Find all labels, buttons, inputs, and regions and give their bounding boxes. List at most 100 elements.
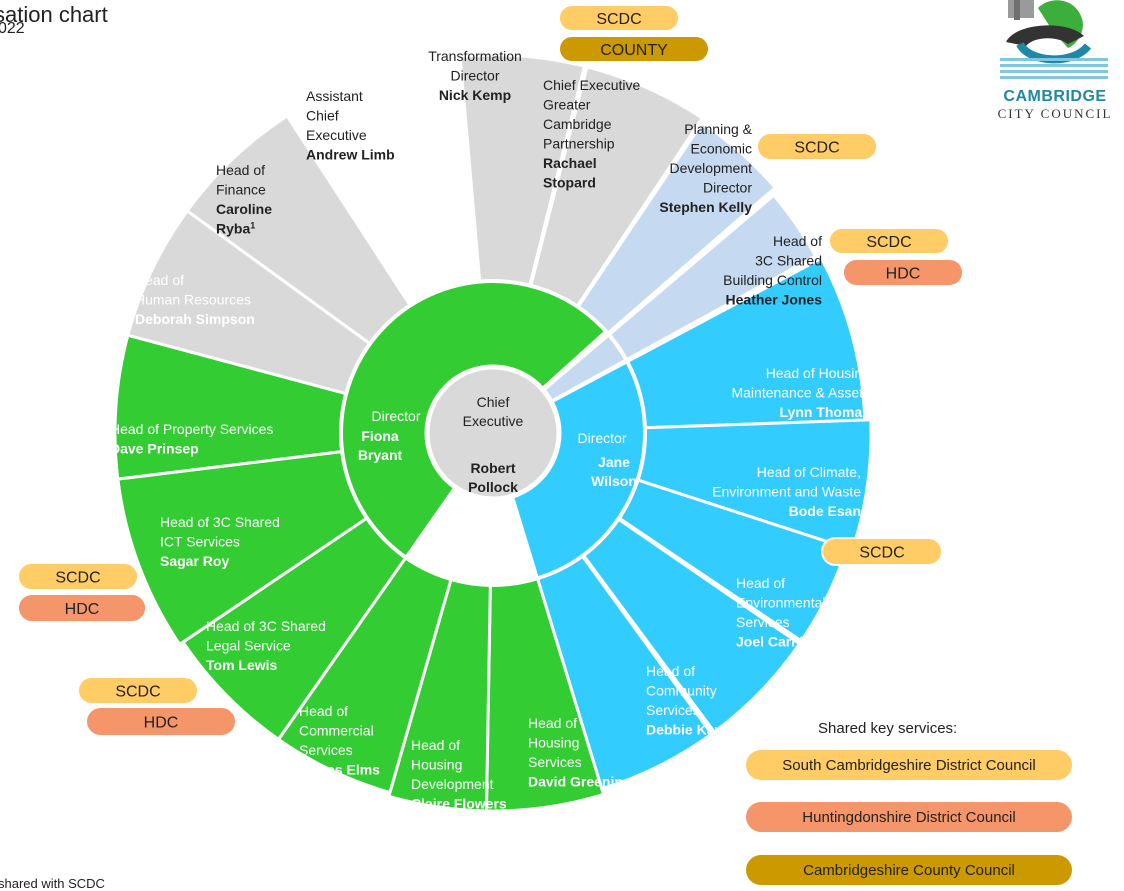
badge-label: COUNTY [600,42,668,59]
segment-1-role-line-0: Chief Executive [543,77,640,93]
segment-14-name-line-0: Deborah Simpson [135,311,255,327]
segment-1-role-line-2: Cambridge [543,116,612,132]
segment-12-role-line-1: ICT Services [160,534,240,550]
segment-2-role-line-0: Planning & [684,121,752,137]
segment-13-name-line-0: Dave Prinsep [110,441,199,457]
segment-1-name-line-0: Rachael [543,155,597,171]
segment-2-role-line-2: Development [670,160,753,176]
segment-16-role-line-0: Assistant [306,88,363,104]
logo-building-shape [1008,0,1034,18]
segment-11-name-line-0: Tom Lewis [206,657,278,673]
segment-3-name-line-0: Heather Jones [726,292,823,308]
directors-layer [339,279,647,587]
director-fiona-role-0: Director [371,408,420,424]
segment-2-role-line-1: Economic [691,141,752,157]
segment-9-role-line-1: Housing [411,757,462,773]
badge-hdc-4: HDC [842,258,964,287]
badge-pill [558,4,680,32]
logo-dark-arc [1006,25,1084,46]
badge-pill [77,676,199,705]
badge-label: SCDC [55,570,100,587]
segment-5-name-line-0: Bode Esan [789,503,861,519]
badge-label: SCDC [866,234,911,251]
segment-10-role-line-2: Services [299,742,353,758]
badge-scdc-3: SCDC [828,227,950,255]
segment-6-role-line-2: Services [736,614,790,630]
segment-6-role-line-1: Environmental [736,595,826,611]
segment-7-role-line-1: Community [646,683,717,699]
chief-executive-role-line-1: Chief [477,394,510,410]
segment-9-role-line-2: Development [411,776,494,792]
badge-pill [17,562,139,591]
center-layer: Chief Executive Robert Pollock [424,364,562,502]
segment-3-role-line-2: Building Control [723,272,822,288]
page-title: sation chart [0,2,108,27]
badge-scdc-5: SCDC [821,537,943,566]
segment-1-role-line-3: Partnership [543,136,615,152]
segment-10-name-line-0: James Elms [299,762,380,778]
logo-water-line-4 [1000,76,1108,79]
footnote-mark: 1 [250,221,255,231]
chief-executive-name-line-1: Robert [470,460,515,476]
director-fiona-name-0: Fiona [361,428,399,444]
director-fiona-name-1: Bryant [358,447,403,463]
badge-pill [756,132,878,161]
badge-county-1: COUNTY [558,35,710,63]
segment-0-role-line-1: Director [450,68,499,84]
segment-4-role-line-1: Maintenance & Assets [731,385,870,401]
key-item-hdc: Huntingdonshire District Council [746,802,1072,832]
logo-name: CAMBRIDGE [1003,88,1107,105]
badge-label: HDC [65,601,100,618]
badge-pill [558,35,710,63]
labels-layer: DirectorFionaBryantDirectorJaneWilsonTra… [110,48,870,812]
segment-2-name-line-0: Stephen Kelly [659,199,752,215]
segment-7-role-line-2: Services [646,702,700,718]
segment-15-name-line-0: Caroline [216,201,272,217]
badge-label: HDC [144,715,179,732]
segment-3-role-line-1: 3C Shared [755,253,822,269]
segment-8-role-line-0: Head of [528,715,577,731]
key-item-scdc: South Cambridgeshire District Council [746,750,1072,780]
key-item-county: Cambridgeshire County Council [746,855,1072,885]
badge-label: SCDC [115,684,160,701]
badge-pill [842,258,964,287]
page-subtitle: 022 [0,20,25,37]
logo-water-line-1 [1000,58,1108,61]
segment-7-name-line-0: Debbie Kaye [646,722,730,738]
segment-15-role-line-1: Finance [216,182,266,198]
segment-12-name-line-0: Sagar Roy [160,553,229,569]
segment-8-role-line-1: Housing [528,735,579,751]
badge-hdc-9: HDC [85,706,237,737]
director-ring-border [339,279,647,587]
logo-subtitle: CITY COUNCIL [997,106,1113,121]
segment-11-role-line-0: Head of 3C Shared [206,618,326,634]
logo-tower-shape [1014,0,1020,20]
segment-12-role-line-0: Head of 3C Shared [160,514,280,530]
badge-pill [17,593,147,623]
director-jane-role-0: Director [577,430,626,446]
segment-13-role-line-0: Head of Property Services [110,421,273,437]
chief-executive-circle [424,364,562,502]
segment-6-name-line-0: Joel Carré [736,634,805,650]
segment-7-role-line-0: Head of [646,663,695,679]
cambridge-city-council-logo [1000,0,1108,79]
segment-10-role-line-0: Head of [299,703,348,719]
segment-6-role-line-0: Head of [736,575,785,591]
segment-4-name-line-0: Lynn Thomas [780,404,871,420]
segment-8-role-line-2: Services [528,754,582,770]
logo-water-line-3 [1000,70,1108,73]
director-jane-name-1: Wilson [591,473,637,489]
segment-5-role-line-1: Environment and Waste [712,484,861,500]
segment-4-role-line-0: Head of Housing [766,365,870,381]
badge-scdc-6: SCDC [17,562,139,591]
segment-10-role-line-1: Commercial [299,723,374,739]
badge-label: SCDC [596,11,641,28]
badge-pill [828,227,950,255]
chief-executive-name-line-2: Pollock [468,479,518,495]
segment-0-name-line-0: Nick Kemp [439,87,511,103]
segment-15-role-line-0: Head of [216,162,265,178]
segment-5-role-line-0: Head of Climate, [757,464,861,480]
badge-pill [85,706,237,737]
badge-scdc-8: SCDC [77,676,199,705]
